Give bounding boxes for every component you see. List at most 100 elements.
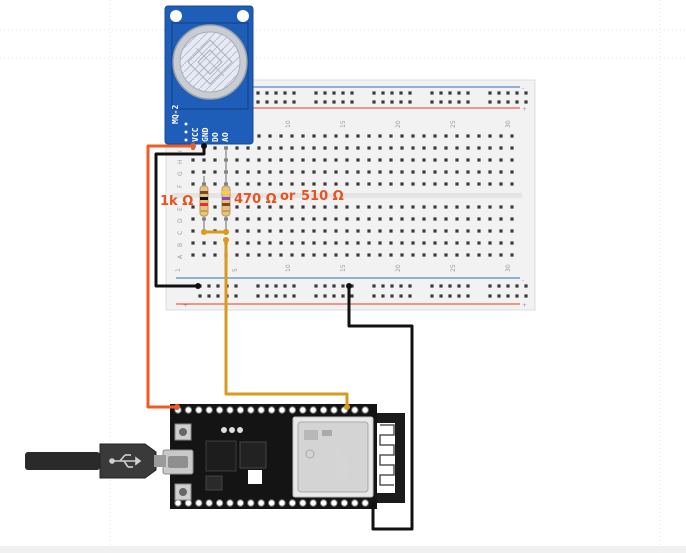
breadboard-hole [323,253,327,257]
breadboard-hole [246,241,250,245]
breadboard-hole [488,217,492,221]
resistor-470 [221,176,231,232]
label-510-ohm: 510 Ω [301,189,344,204]
wire-endpoints [174,143,376,509]
header-pin [226,406,234,414]
breadboard-hole [506,100,510,104]
breadboard-hole [292,284,296,288]
mount-hole [170,10,182,22]
breadboard-hole [389,158,393,162]
col-num: 15 [340,120,347,128]
mount-hole [237,10,249,22]
breadboard-hole [444,241,448,245]
breadboard-hole [389,229,393,233]
breadboard-hole [268,241,272,245]
breadboard-hole [265,284,269,288]
breadboard-hole [466,134,470,138]
column-numbers: 10 15 20 25 30 1 5 10 15 20 25 30 [175,120,512,272]
center-channel [172,193,522,198]
breadboard-hole [312,217,316,221]
header-pin [299,499,307,507]
header-pin [236,499,245,507]
breadboard-hole [341,91,345,95]
breadboard-hole [216,294,220,298]
breadboard-hole [381,284,385,288]
breadboard-hole [499,146,503,150]
row-letter: C [177,231,184,235]
breadboard-hole [439,91,443,95]
breadboard-hole [510,158,514,162]
breadboard-hole [356,229,360,233]
breadboard-hole [191,217,195,221]
breadboard-hole [279,158,283,162]
breadboard-hole [381,100,385,104]
header-pin [215,406,224,414]
breadboard-hole [466,205,470,209]
breadboard-hole [488,91,492,95]
breadboard-hole [290,134,294,138]
top-plus-sign: + [522,106,527,113]
breadboard-hole [372,91,376,95]
breadboard-hole [477,134,481,138]
breadboard-hole [202,241,206,245]
breadboard-hole [314,100,318,104]
breadboard-hole [246,229,250,233]
breadboard-hole [350,100,354,104]
breadboard-hole [257,241,261,245]
col-num: 1 [175,268,182,272]
breadboard-hole [515,284,519,288]
breadboard-hole [301,205,305,209]
breadboard-hole [323,158,327,162]
breadboard-hole [257,146,261,150]
breadboard-hole [422,182,426,186]
breadboard-hole [455,158,459,162]
breadboard-hole [372,284,376,288]
breadboard-hole [235,241,239,245]
breadboard-hole [488,253,492,257]
breadboard-hole [314,294,318,298]
breadboard-hole [345,146,349,150]
breadboard-hole [290,229,294,233]
breadboard-hole [279,205,283,209]
breadboard-hole [488,284,492,288]
breadboard-hole [191,205,195,209]
breadboard-hole [457,100,461,104]
breadboard-hole [455,205,459,209]
breadboard-hole [430,284,434,288]
header-pin [288,499,297,507]
breadboard-hole [356,170,360,174]
breadboard-hole [515,100,519,104]
breadboard-hole [202,253,206,257]
usb-uart-chip [205,440,237,472]
header-pin [309,406,317,414]
breadboard-hole [274,284,278,288]
breadboard-hole [524,100,528,104]
breadboard-hole [356,146,360,150]
breadboard-hole [411,170,415,174]
breadboard-hole [191,241,195,245]
col-num: 25 [450,120,457,128]
sensor-outline [171,22,249,110]
breadboard-hole [488,134,492,138]
breadboard-hole [390,100,394,104]
breadboard-hole [399,91,403,95]
breadboard-hole [411,229,415,233]
breadboard-hole [323,146,327,150]
breadboard-hole [477,241,481,245]
breadboard-hole [422,241,426,245]
header-pin [309,499,317,507]
breadboard-hole [455,170,459,174]
wire-vcc-red [146,144,195,409]
breadboard-hole [408,100,412,104]
breadboard-hole [334,146,338,150]
breadboard-hole [400,241,404,245]
breadboard-hole [191,253,195,257]
breadboard-hole [477,229,481,233]
breadboard-hole [265,294,269,298]
breadboard-hole [235,146,239,150]
breadboard-hole [430,294,434,298]
breadboard-hole [235,205,239,209]
breadboard-hole [345,170,349,174]
breadboard-hole [378,134,382,138]
